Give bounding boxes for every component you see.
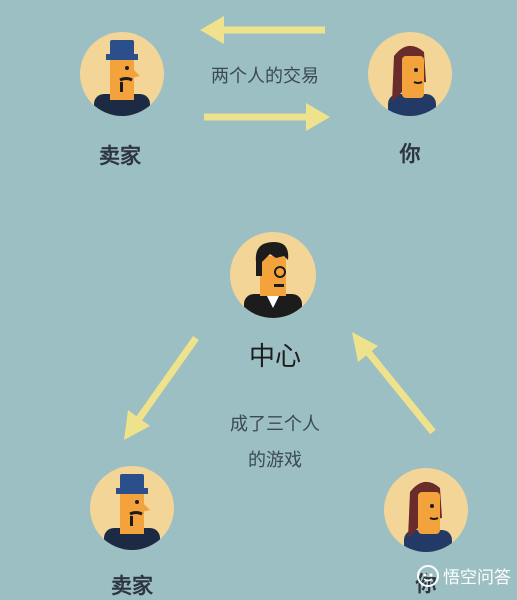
woman-icon — [388, 45, 436, 116]
middleman-icon — [244, 242, 302, 318]
arrow-seller-to-you — [204, 103, 330, 131]
center-avatar — [230, 232, 316, 318]
seller-icon — [104, 474, 160, 550]
seller-avatar-bottom — [90, 466, 174, 550]
seller-avatar-top — [80, 32, 164, 116]
arrow-you-to-seller — [200, 16, 325, 44]
center-label: 中心 — [248, 342, 302, 372]
seller-icon — [94, 40, 150, 116]
seller-label-top: 卖家 — [99, 144, 141, 168]
watermark-text: 悟空问答 — [443, 568, 511, 588]
arrow-you-to-center — [352, 332, 436, 435]
wukong-logo-icon — [417, 564, 439, 587]
you-avatar-bottom — [384, 468, 468, 552]
you-label-bottom: 你 — [415, 572, 437, 596]
you-label-top: 你 — [399, 142, 421, 166]
game-caption-line1: 成了三个人 — [230, 414, 320, 435]
arrow-center-to-seller — [124, 335, 199, 440]
seller-label-bottom: 卖家 — [111, 574, 153, 598]
trade-caption: 两个人的交易 — [211, 66, 319, 87]
you-avatar-top — [368, 32, 452, 116]
watermark: 悟空问答 — [417, 563, 511, 588]
game-caption-line2: 的游戏 — [248, 450, 302, 471]
woman-icon — [404, 481, 452, 552]
